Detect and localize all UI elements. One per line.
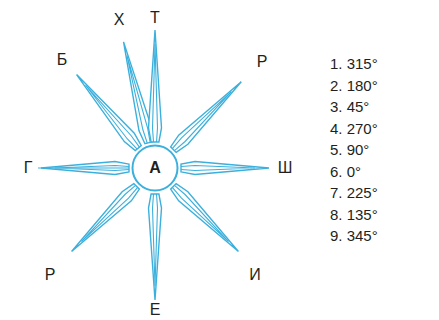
spike-inner xyxy=(172,185,228,241)
direction-letter: Х xyxy=(114,12,125,28)
spike-outline xyxy=(171,82,242,153)
direction-letter: Б xyxy=(57,52,68,68)
spike-inner xyxy=(153,194,158,286)
spike-outline xyxy=(149,30,162,142)
center-circle: А xyxy=(131,144,179,192)
angle-item: 2. 180° xyxy=(330,77,378,92)
direction-letter: Г xyxy=(24,160,33,176)
spike-outline xyxy=(149,194,162,300)
spike-outline xyxy=(171,184,239,252)
direction-letter: Р xyxy=(257,54,268,70)
spike-inner xyxy=(172,92,231,151)
spike-outline xyxy=(72,184,140,252)
spike-outline xyxy=(77,75,142,151)
direction-letter: Р xyxy=(45,267,56,283)
angle-item: 9. 345° xyxy=(330,228,378,243)
angle-item: 7. 225° xyxy=(330,185,378,200)
direction-letter: Т xyxy=(150,10,160,26)
spike-inner xyxy=(153,44,158,142)
spike-inner xyxy=(127,55,150,143)
direction-letter: Е xyxy=(150,302,161,318)
direction-letter: Ш xyxy=(278,160,293,176)
direction-letter: И xyxy=(249,267,261,283)
angle-item: 8. 135° xyxy=(330,206,378,221)
spike-inner xyxy=(181,166,255,171)
spikes xyxy=(38,30,269,300)
spike-inner xyxy=(86,85,140,149)
angle-item: 1. 315° xyxy=(330,56,378,71)
angle-item: 6. 0° xyxy=(330,163,361,178)
angle-item: 3. 45° xyxy=(330,99,369,114)
angle-item: 4. 270° xyxy=(330,120,378,135)
center-letter: А xyxy=(149,160,161,176)
spike-outline xyxy=(181,162,269,175)
angle-item: 5. 90° xyxy=(330,142,369,157)
left-spike-tail xyxy=(38,167,129,168)
spike-inner xyxy=(81,185,137,241)
